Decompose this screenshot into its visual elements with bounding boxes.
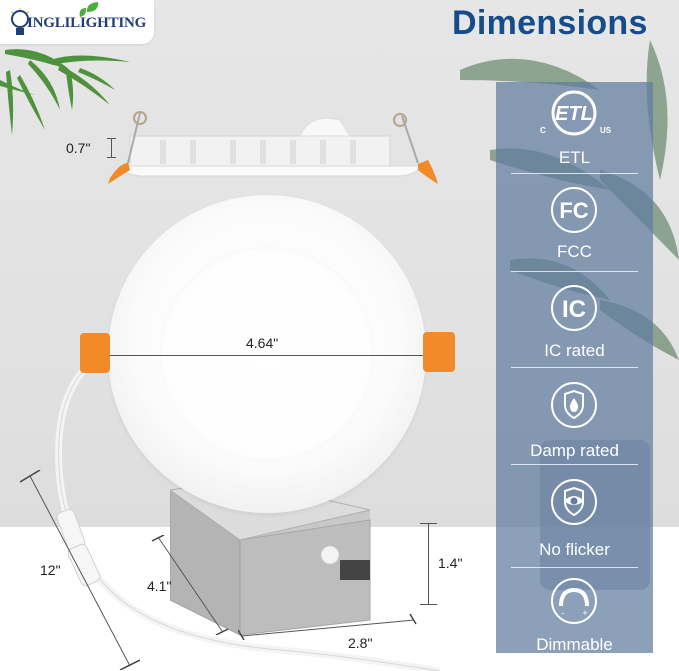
dimension-diameter-label: 4.64" bbox=[246, 335, 279, 351]
dimension-box-length-label: 4.1" bbox=[147, 578, 172, 594]
feature-label: FCC bbox=[557, 242, 592, 261]
fixture-side-profile bbox=[108, 111, 438, 184]
dimension-cable-label: 12" bbox=[40, 562, 61, 578]
page-title: Dimensions bbox=[452, 4, 648, 42]
eye-shield-icon bbox=[551, 479, 597, 525]
feature-label: No flicker bbox=[539, 540, 610, 559]
dimension-height-cap-top bbox=[107, 138, 116, 139]
dimension-height-label: 0.7" bbox=[66, 140, 91, 156]
dimension-box-width-label: 2.8" bbox=[348, 635, 373, 651]
features-panel: ETL C US ETL FC FCC IC IC rated Damp rat… bbox=[496, 82, 653, 654]
power-cable bbox=[55, 346, 440, 671]
etl-c-mark: C bbox=[540, 126, 546, 135]
feature-divider bbox=[511, 567, 638, 568]
bamboo-leaves-decoration bbox=[0, 49, 130, 135]
damp-shield-icon bbox=[551, 382, 597, 428]
etl-listed-icon: ETL bbox=[551, 90, 597, 136]
dimension-box-height-cap-top bbox=[420, 523, 437, 524]
feature-divider bbox=[511, 367, 638, 368]
dimension-height-line bbox=[111, 138, 112, 158]
feature-divider bbox=[511, 173, 638, 174]
lightbulb-icon bbox=[10, 8, 30, 35]
dimension-box-height-cap-bottom bbox=[420, 604, 437, 605]
brand-name: INGLILIGHTING bbox=[27, 15, 147, 31]
dimension-box-height-line bbox=[428, 523, 429, 605]
svg-text:+: + bbox=[582, 608, 587, 618]
led-panel-light bbox=[108, 195, 426, 513]
dimension-box-width-line bbox=[238, 613, 417, 640]
dimension-height-cap-bottom bbox=[107, 157, 116, 158]
spring-clip-right bbox=[423, 332, 455, 372]
svg-text:-: - bbox=[562, 608, 565, 618]
feature-divider bbox=[511, 464, 638, 465]
led-panel-lens bbox=[160, 247, 374, 461]
dimension-cable-line bbox=[19, 470, 140, 670]
feature-label: ETL bbox=[558, 148, 591, 167]
dimension-box-length-line bbox=[151, 535, 229, 635]
svg-text:FC: FC bbox=[559, 198, 588, 223]
svg-text:IC: IC bbox=[562, 296, 586, 323]
ic-rated-icon: IC bbox=[551, 285, 597, 331]
feature-label: IC rated bbox=[544, 341, 605, 360]
dimmer-dial-icon: - + bbox=[551, 578, 597, 624]
etl-us-mark: US bbox=[600, 126, 612, 135]
svg-text:ETL: ETL bbox=[555, 103, 593, 125]
feature-label: Dimmable bbox=[536, 635, 613, 654]
junction-box bbox=[170, 479, 371, 636]
feature-divider bbox=[511, 271, 638, 272]
dimension-box-height-label: 1.4" bbox=[438, 555, 463, 571]
dimension-diameter-line bbox=[110, 355, 423, 356]
spring-clip-left bbox=[80, 333, 110, 373]
leaf-icon bbox=[79, 2, 99, 17]
fcc-icon: FC bbox=[551, 187, 597, 233]
feature-label: Damp rated bbox=[530, 441, 619, 460]
brand-logo: INGLILIGHTING bbox=[0, 0, 154, 44]
